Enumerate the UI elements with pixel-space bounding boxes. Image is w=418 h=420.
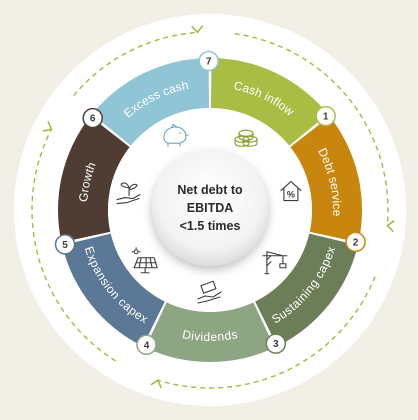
step-badge-6: 6 <box>82 107 103 129</box>
cycle-arrowhead-4 <box>191 25 203 34</box>
cycle-arrow-3 <box>31 128 117 362</box>
svg-text:2: 2 <box>353 237 359 248</box>
center-line-2: EBITDA <box>187 201 234 215</box>
svg-text:3: 3 <box>273 339 279 350</box>
cycle-arrows <box>31 25 395 389</box>
step-badge-4: 4 <box>136 334 157 356</box>
cycle-arrowhead-1 <box>386 220 395 232</box>
svg-text:5: 5 <box>62 240 68 251</box>
step-badge-7: 7 <box>198 50 219 72</box>
svg-text:4: 4 <box>144 340 150 351</box>
step-badges: 1 2 3 4 5 6 7 <box>54 50 366 356</box>
svg-text:6: 6 <box>90 114 96 125</box>
house-percent-icon: % <box>280 180 302 202</box>
segment-dividends: Dividends <box>145 302 275 363</box>
crane-icon <box>262 251 288 275</box>
cycle-arrow-4 <box>73 31 198 97</box>
step-badge-1: 1 <box>315 105 336 127</box>
segment-growth: Growth <box>57 116 130 243</box>
svg-text:1: 1 <box>323 112 329 123</box>
cycle-arrowhead-2 <box>150 379 162 389</box>
solar-panel-icon <box>131 247 158 274</box>
step-badge-5: 5 <box>54 234 76 255</box>
svg-text:7: 7 <box>206 57 212 68</box>
segment-cash-inflow: Cash inflow <box>210 58 328 146</box>
center-line-3: <1.5 times <box>180 219 241 233</box>
piggy-bank-icon <box>163 123 189 147</box>
coins-icon <box>234 129 258 147</box>
plant-hand-icon <box>116 182 141 205</box>
step-badge-3: 3 <box>265 333 287 354</box>
segment-icons: % <box>116 123 302 304</box>
svg-text:%: % <box>287 190 295 200</box>
cycle-arrow-1 <box>234 33 389 226</box>
center-line-1: Net debt to <box>177 183 243 197</box>
step-badge-2: 2 <box>345 231 366 253</box>
center-hub: Net debt to EBITDA <1.5 times <box>152 150 268 266</box>
cycle-arrow-2 <box>157 276 376 389</box>
segment-debt-service: Debt service <box>290 116 362 243</box>
hand-cash-icon <box>197 280 222 304</box>
segment-label: Dividends <box>181 327 239 344</box>
cycle-arrowhead-3 <box>42 121 53 132</box>
